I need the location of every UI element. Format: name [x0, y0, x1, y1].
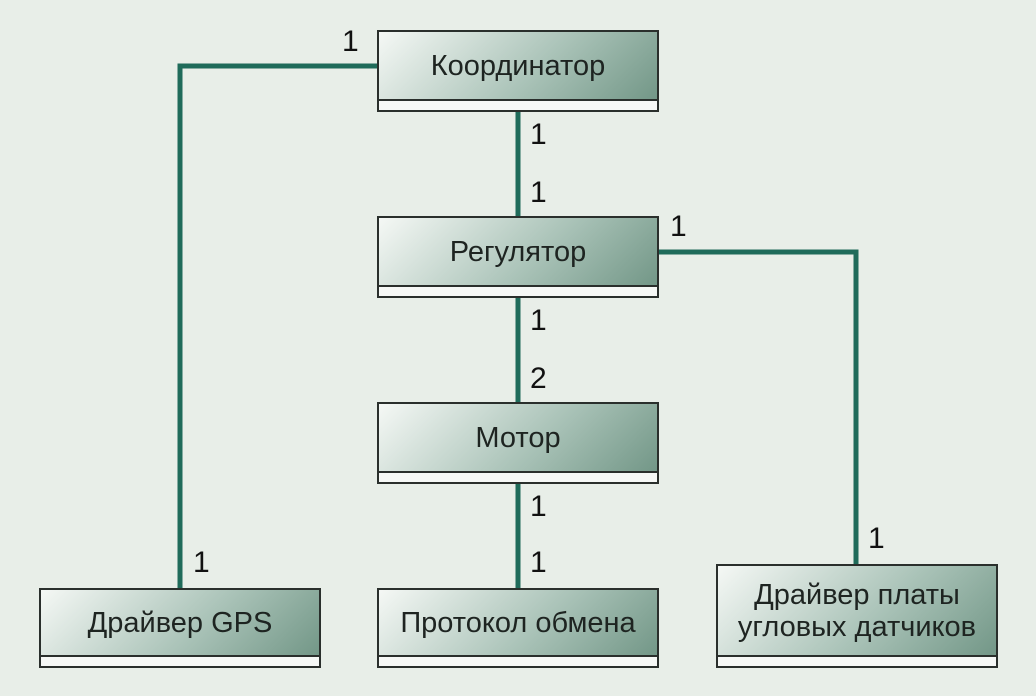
multiplicity-label: 1: [530, 118, 547, 151]
multiplicity-label: 1: [530, 546, 547, 579]
multiplicity-label: 1: [670, 210, 687, 243]
node-coordinator-label: Координатор: [430, 49, 606, 82]
node-exchange-protocol[interactable]: Протокол обмена: [377, 588, 659, 668]
node-sensor-board-driver-compartment: [718, 655, 996, 666]
node-sensor-board-driver-label: Драйвер платы угловых датчиков: [737, 578, 977, 643]
node-gps-driver-compartment: [41, 655, 319, 666]
multiplicity-label: 1: [342, 25, 359, 58]
connector-regulator-sensor-board: [656, 249, 859, 567]
multiplicity-label: 1: [530, 176, 547, 209]
node-sensor-board-driver[interactable]: Драйвер платы угловых датчиков: [716, 564, 998, 668]
multiplicity-label: 1: [193, 546, 210, 579]
node-regulator-compartment: [379, 285, 657, 296]
node-motor[interactable]: Мотор: [377, 402, 659, 484]
node-coordinator-compartment: [379, 99, 657, 110]
node-exchange-protocol-label: Протокол обмена: [400, 606, 636, 639]
node-coordinator[interactable]: Координатор: [377, 30, 659, 112]
node-motor-compartment: [379, 471, 657, 482]
node-regulator[interactable]: Регулятор: [377, 216, 659, 298]
multiplicity-label: 1: [530, 304, 547, 337]
connector-coordinator-gps: [177, 63, 380, 591]
multiplicity-label: 2: [530, 362, 547, 395]
multiplicity-label: 1: [868, 522, 885, 555]
node-gps-driver[interactable]: Драйвер GPS: [39, 588, 321, 668]
node-motor-label: Мотор: [475, 421, 561, 454]
multiplicity-label: 1: [530, 490, 547, 523]
node-gps-driver-label: Драйвер GPS: [87, 606, 273, 639]
node-regulator-label: Регулятор: [449, 235, 587, 268]
node-exchange-protocol-compartment: [379, 655, 657, 666]
